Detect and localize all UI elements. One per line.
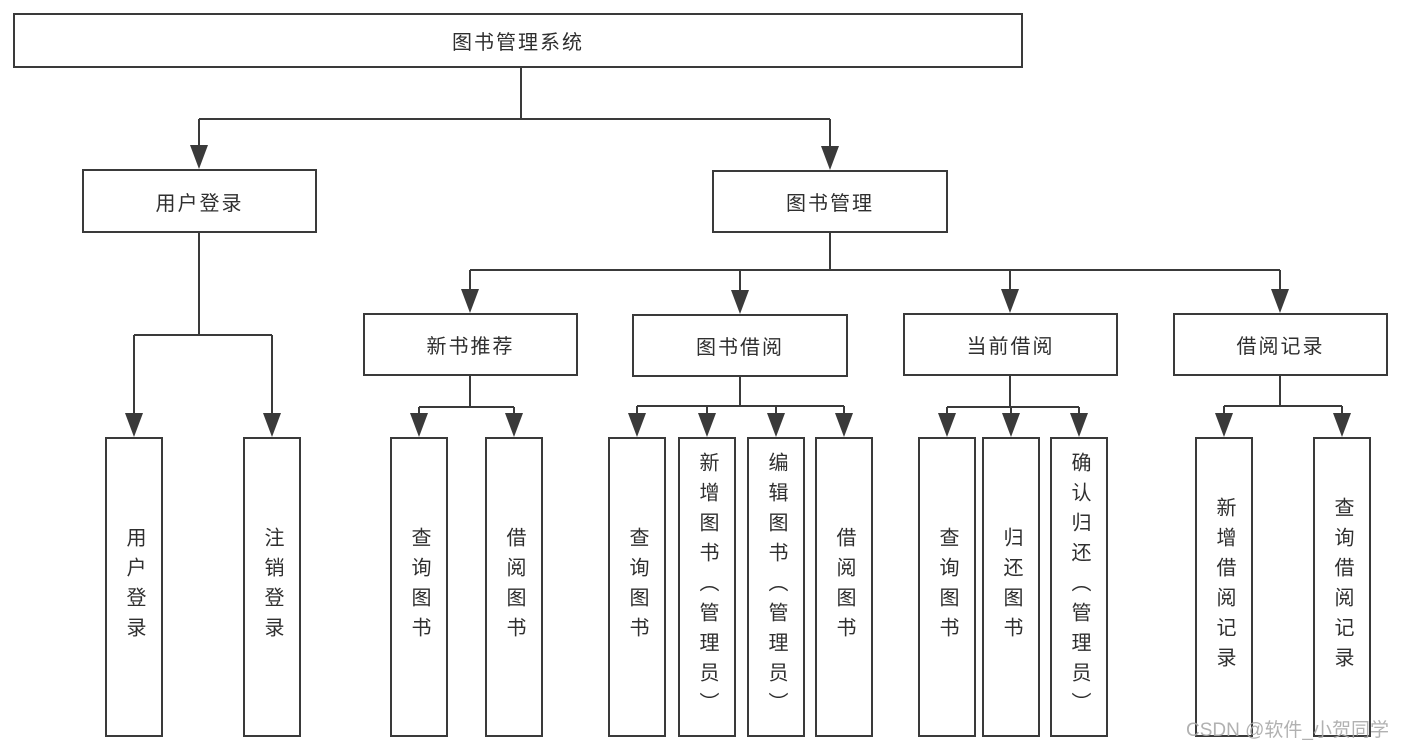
node-borrow-records: 借阅记录: [1173, 313, 1388, 376]
leaf-label: 确认归还（管理员）: [1068, 452, 1090, 722]
leaf-borrow-book-recommend: 借阅图书: [485, 437, 543, 737]
leaf-edit-book-admin: 编辑图书（管理员）: [747, 437, 805, 737]
leaf-label: 借阅图书: [833, 527, 855, 647]
node-new-book-recommend: 新书推荐: [363, 313, 578, 376]
arrow-down-icon: [461, 289, 479, 313]
arrow-down-icon: [835, 413, 853, 437]
arrow-down-icon: [628, 413, 646, 437]
arrow-down-icon: [1002, 413, 1020, 437]
node-label: 借阅记录: [1236, 336, 1325, 358]
csdn-watermark: CSDN @软件_小贺同学: [1186, 720, 1389, 741]
arrowheads: [125, 145, 1351, 437]
leaf-label: 查询图书: [408, 527, 430, 647]
connector-new-book-recommend: [418, 376, 515, 415]
arrow-down-icon: [263, 413, 281, 437]
node-label: 图书借阅: [696, 337, 784, 359]
leaf-label: 查询图书: [936, 527, 958, 647]
connector-book-borrow: [636, 377, 845, 415]
leaf-label: 查询借阅记录: [1331, 497, 1353, 677]
arrow-down-icon: [125, 413, 143, 437]
node-current-borrow: 当前借阅: [903, 313, 1118, 376]
leaf-logout: 注销登录: [243, 437, 301, 737]
arrow-down-icon: [698, 413, 716, 437]
node-label: 用户登录: [155, 192, 244, 215]
arrow-down-icon: [505, 413, 523, 437]
arrow-down-icon: [410, 413, 428, 437]
arrow-down-icon: [821, 146, 839, 170]
arrow-down-icon: [1215, 413, 1233, 437]
arrow-down-icon: [190, 145, 208, 169]
node-book-borrow: 图书借阅: [632, 314, 848, 377]
connector-user-login: [133, 233, 273, 415]
arrow-down-icon: [731, 290, 749, 314]
leaf-borrow-book: 借阅图书: [815, 437, 873, 737]
leaf-query-borrow-record: 查询借阅记录: [1313, 437, 1371, 737]
leaf-add-borrow-record: 新增借阅记录: [1195, 437, 1253, 737]
connector-book-management: [469, 233, 1281, 291]
arrow-down-icon: [938, 413, 956, 437]
node-label: 新书推荐: [426, 336, 515, 358]
leaf-query-book-recommend: 查询图书: [390, 437, 448, 737]
arrow-down-icon: [767, 413, 785, 437]
leaf-label: 新增借阅记录: [1213, 497, 1235, 677]
arrow-down-icon: [1333, 413, 1351, 437]
leaf-query-book-current: 查询图书: [918, 437, 976, 737]
arrow-down-icon: [1271, 289, 1289, 313]
leaf-label: 归还图书: [1000, 527, 1022, 647]
node-label: 当前借阅: [966, 336, 1055, 358]
leaf-label: 查询图书: [626, 527, 648, 647]
leaf-confirm-return-admin: 确认归还（管理员）: [1050, 437, 1108, 737]
leaf-query-book-borrow: 查询图书: [608, 437, 666, 737]
leaf-label: 用户登录: [123, 527, 145, 647]
node-user-login: 用户登录: [82, 169, 317, 233]
node-label: 图书管理: [786, 193, 874, 215]
connector-borrow-records: [1223, 376, 1343, 415]
leaf-label: 注销登录: [261, 527, 283, 647]
leaf-user-login: 用户登录: [105, 437, 163, 737]
leaf-add-book-admin: 新增图书（管理员）: [678, 437, 736, 737]
arrow-down-icon: [1070, 413, 1088, 437]
node-label: 图书管理系统: [452, 32, 584, 54]
leaf-return-book: 归还图书: [982, 437, 1040, 737]
arrow-down-icon: [1001, 289, 1019, 313]
leaf-label: 借阅图书: [503, 527, 525, 647]
node-library-system: 图书管理系统: [13, 13, 1023, 68]
leaf-label: 编辑图书（管理员）: [765, 452, 787, 722]
node-book-management: 图书管理: [712, 170, 948, 233]
leaf-label: 新增图书（管理员）: [696, 452, 718, 722]
connector-root: [198, 66, 831, 148]
connector-current-borrow: [946, 376, 1080, 415]
